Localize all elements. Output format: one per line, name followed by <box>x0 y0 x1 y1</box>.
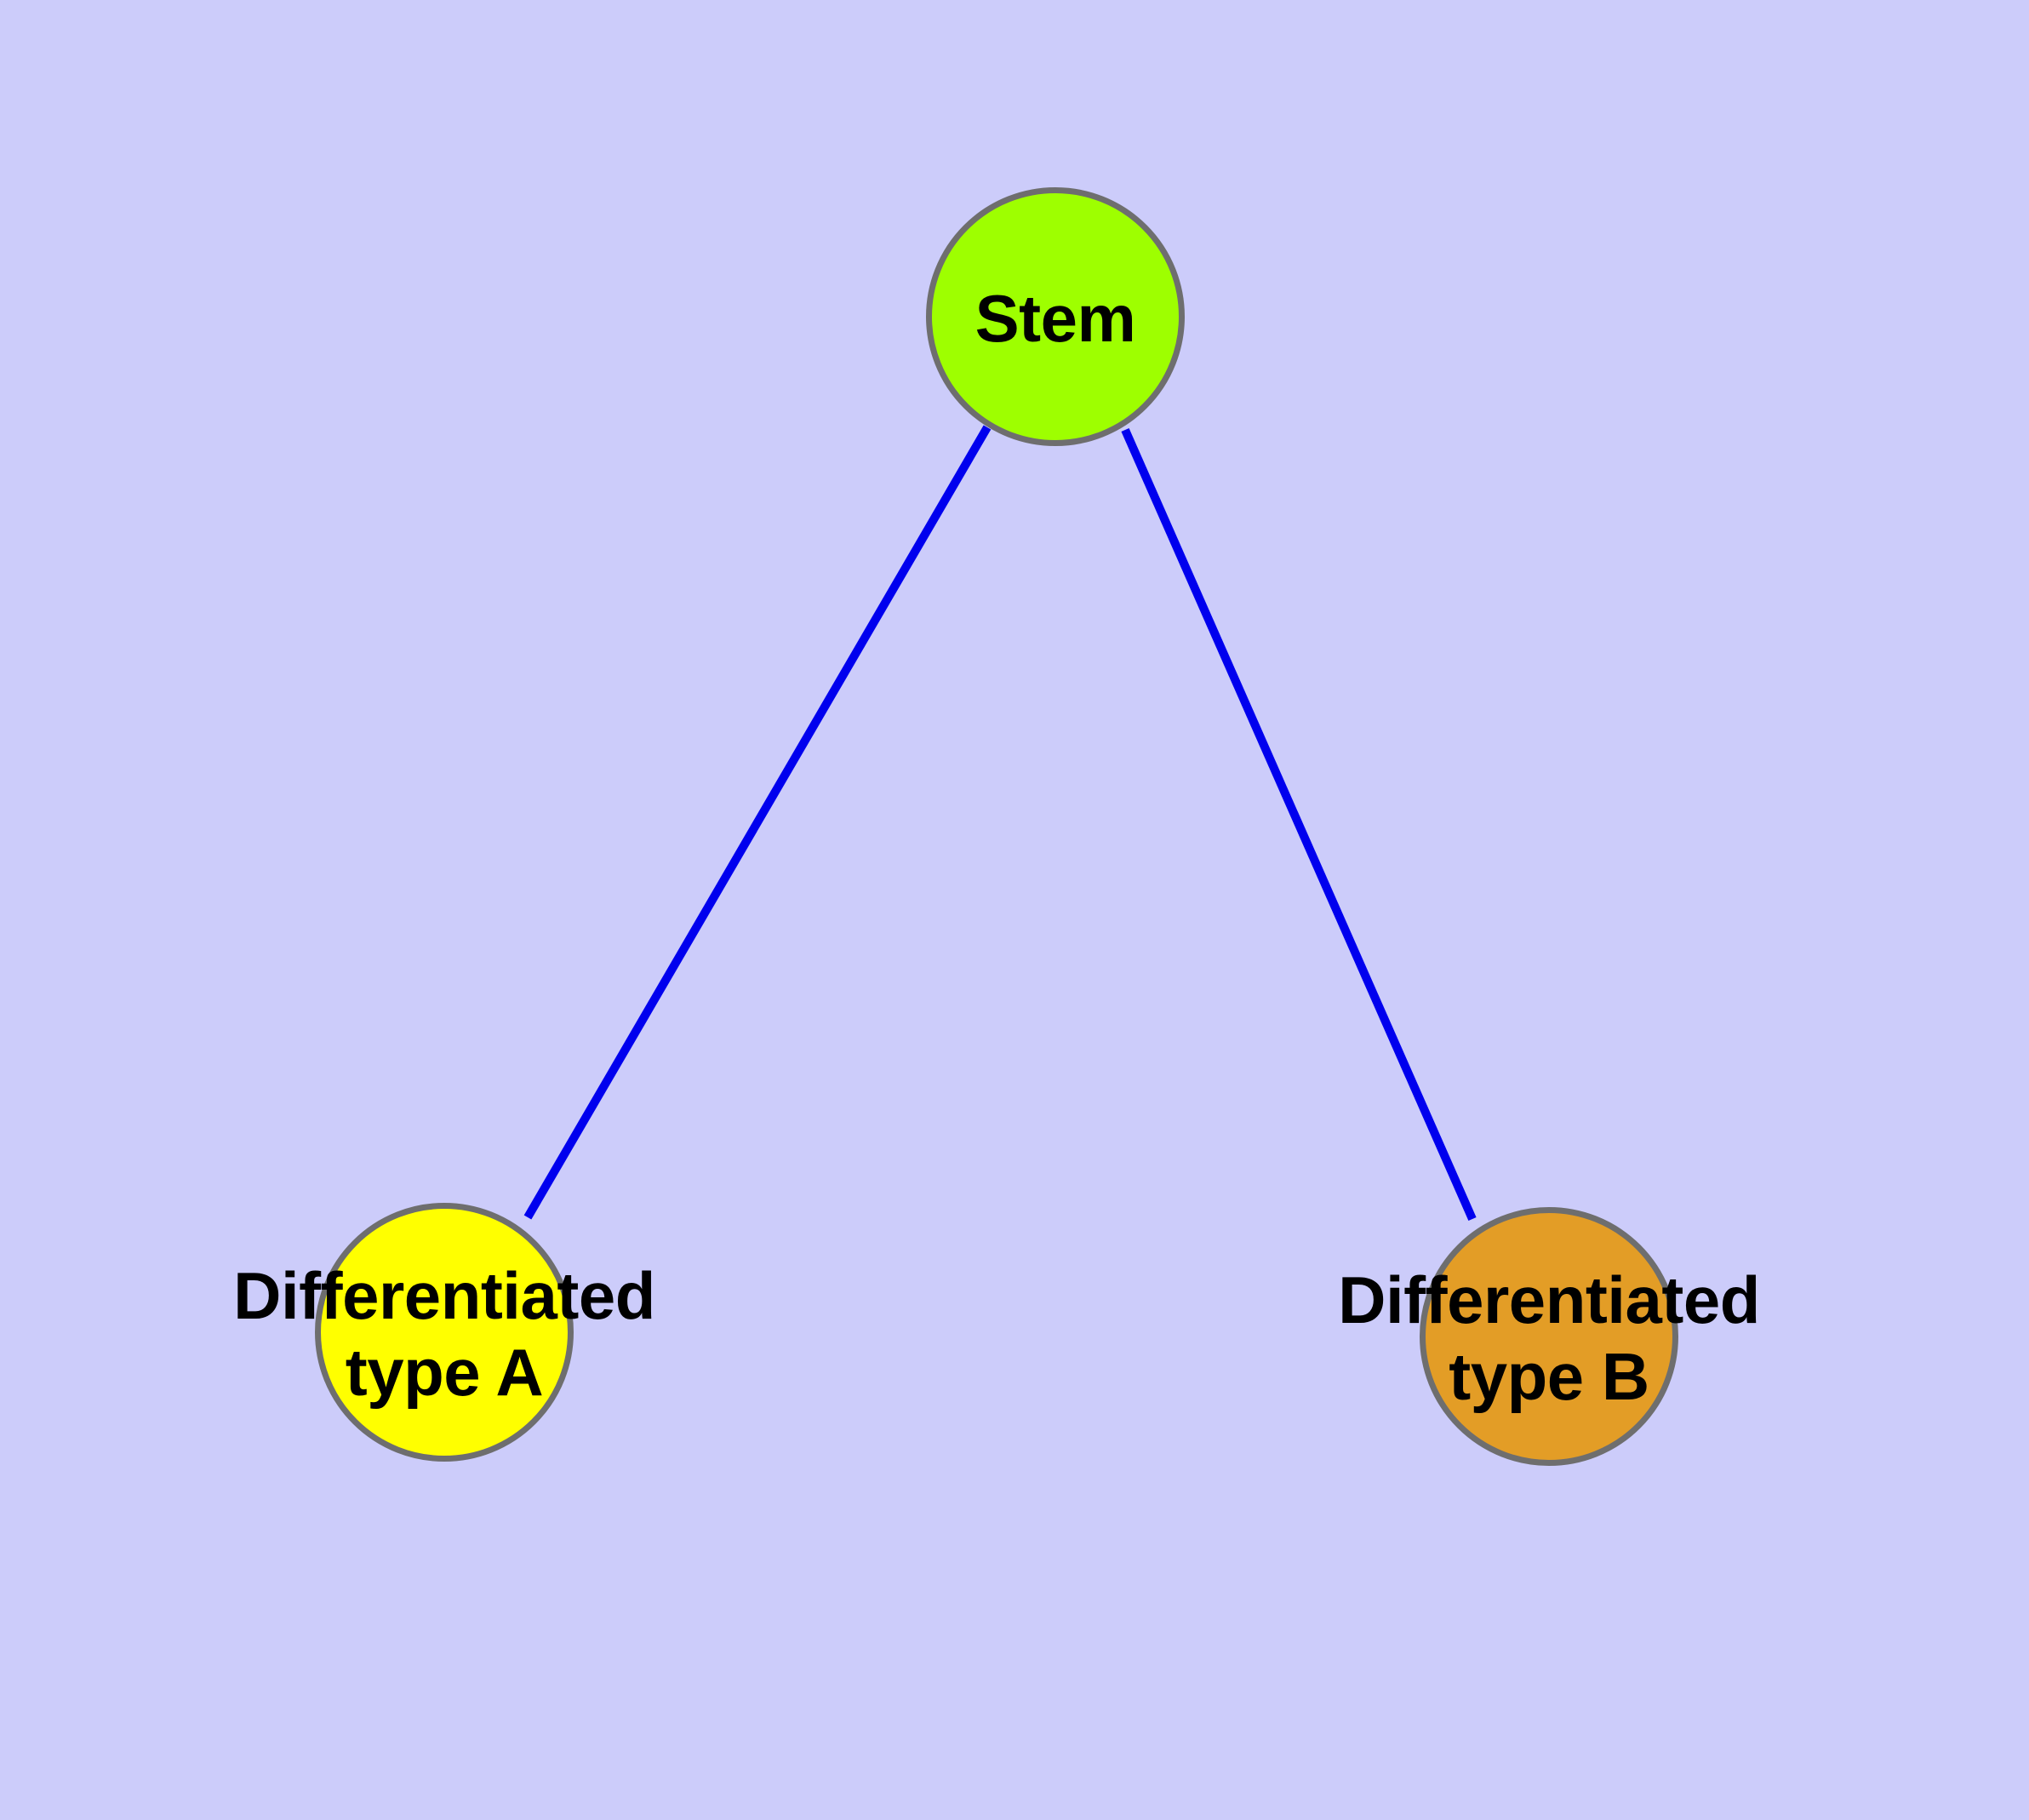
edge-stem-to-differentiated-type-a <box>523 425 992 1220</box>
edge-stem-to-differentiated-type-b <box>1121 427 1477 1222</box>
node-differentiated-type-a[interactable] <box>315 1203 574 1462</box>
node-stem[interactable] <box>926 187 1185 446</box>
node-differentiated-type-b[interactable] <box>1420 1207 1678 1466</box>
